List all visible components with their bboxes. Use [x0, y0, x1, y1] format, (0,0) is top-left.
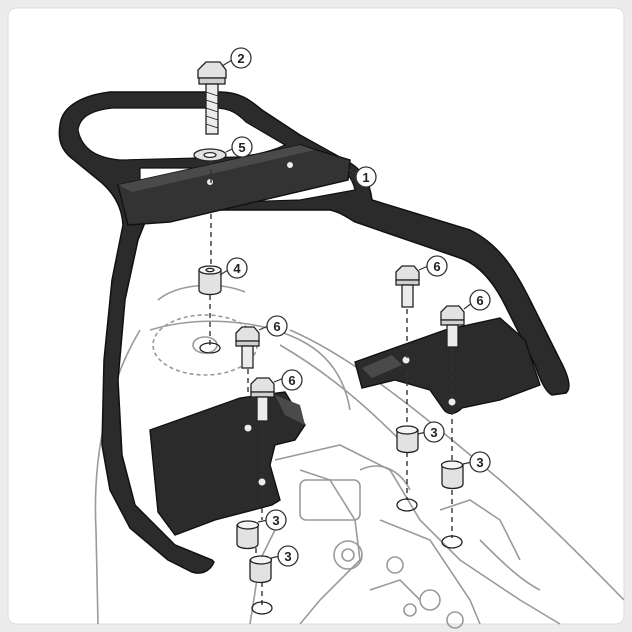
callout-top-bolt: 2 [230, 47, 252, 69]
callout-bolt-c-label: 6 [273, 319, 280, 334]
bolt-left-b [250, 377, 275, 422]
bolt-right-a [395, 265, 420, 308]
callout-washer-label: 5 [238, 140, 245, 155]
bike-mount-holes [251, 498, 463, 615]
callout-spacer-a: 3 [423, 421, 445, 443]
callout-bolt-d-label: 6 [288, 373, 295, 388]
callout-rack: 1 [355, 166, 377, 188]
callout-spacer-d: 3 [277, 545, 299, 567]
callout-spacer-a-label: 3 [430, 425, 437, 440]
bolt-right-b [440, 305, 465, 348]
callout-spacer-b: 3 [469, 451, 491, 473]
bolt-left-a [235, 326, 260, 369]
callout-spacer-c-label: 3 [272, 513, 279, 528]
callout-bolt-c: 6 [266, 315, 288, 337]
callout-spacer-d-label: 3 [284, 549, 291, 564]
callout-bolt-d: 6 [281, 369, 303, 391]
callout-spacer-c: 3 [265, 509, 287, 531]
spacer-right-upper [395, 425, 419, 454]
callout-spacer-b-label: 3 [476, 455, 483, 470]
alignment-lines [209, 160, 453, 605]
spacer-right-lower [440, 460, 464, 490]
spacer-left-upper [236, 520, 260, 550]
top-bolt [197, 61, 227, 135]
callout-spacer-g-label: 4 [233, 261, 241, 276]
spacer-top [198, 265, 222, 296]
rack-frame [58, 91, 570, 574]
callout-top-bolt-label: 2 [237, 51, 244, 66]
callout-washer: 5 [231, 136, 253, 158]
callout-bolt-b: 6 [469, 289, 491, 311]
spacer-left-lower [249, 555, 273, 584]
callout-bolt-b-label: 6 [476, 293, 483, 308]
callout-bolt-a: 6 [426, 255, 448, 277]
washer [193, 148, 227, 162]
rack-right-plate [354, 317, 541, 415]
mount-hole [199, 342, 221, 354]
callout-rack-label: 1 [362, 170, 369, 185]
callout-bolt-a-label: 6 [433, 259, 440, 274]
callout-spacer-g: 4 [226, 257, 248, 279]
rack-left-plate [149, 391, 306, 536]
